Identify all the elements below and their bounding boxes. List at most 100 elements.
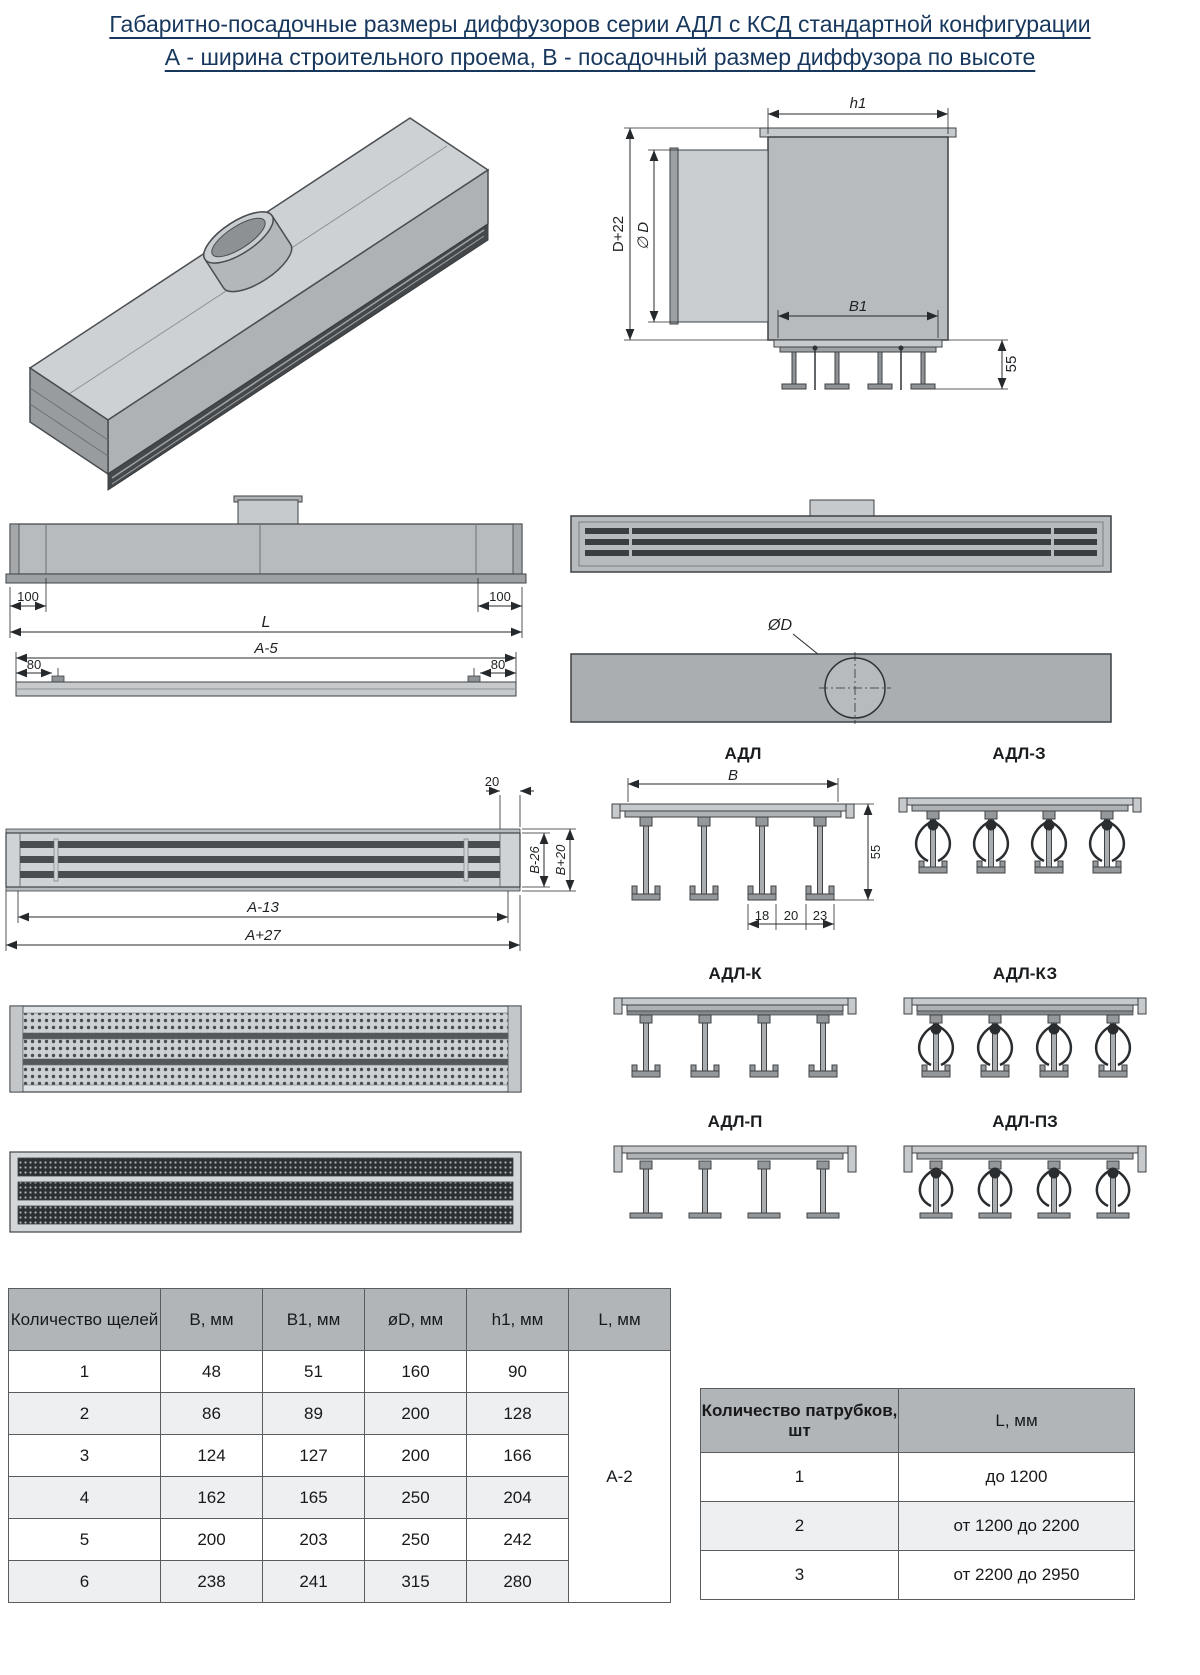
dim-a5: А-5	[15, 640, 517, 682]
cell-d: 250	[364, 1518, 467, 1561]
cell-d: 315	[364, 1560, 467, 1603]
section-view-drawing: h1 D+22 ∅ D B1	[610, 95, 1020, 390]
dim-18-20-23: 18 20 23	[747, 904, 835, 930]
cell-length-range: от 2200 до 2950	[898, 1550, 1135, 1600]
plenum-box-section	[669, 127, 957, 341]
dim-100-left: 100	[9, 578, 47, 638]
table-row: 4 162 165 250 204	[8, 1476, 671, 1519]
slot-face-view-drawing	[570, 499, 1112, 573]
cell-pipe-count: 3	[700, 1550, 899, 1600]
col-header-l: L, мм	[568, 1288, 671, 1351]
profile-label-adl-z: АДЛ-З	[992, 744, 1046, 763]
page-title: Габаритно-посадочные размеры диффузоров …	[0, 8, 1200, 75]
slots-dimensions-table: Количество щелей B, мм B1, мм øD, мм h1,…	[8, 1288, 671, 1603]
cell-length-range: от 1200 до 2200	[898, 1501, 1135, 1551]
cell-d: 200	[364, 1392, 467, 1435]
profile-adl-k-drawing	[613, 997, 857, 1078]
table-row: 2 86 89 200 128	[8, 1392, 671, 1435]
svg-text:В: В	[728, 767, 738, 784]
table-row: 1 48 51 160 90 А-2	[8, 1350, 671, 1603]
grille-view-drawing: 20 В-26 В+20	[5, 774, 576, 951]
svg-text:100: 100	[17, 589, 39, 604]
col-header-slot-count: Количество щелей	[8, 1288, 161, 1351]
dim-55-profile: 55	[834, 803, 883, 901]
dim-55: 55	[935, 339, 1020, 390]
cell-l-merged: А-2	[568, 1350, 671, 1603]
cell-b1: 127	[262, 1434, 365, 1477]
top-view-phi-d-drawing: ØD	[570, 617, 1112, 724]
cell-b: 162	[160, 1476, 263, 1519]
perforated-grille-drawing	[9, 1005, 522, 1093]
svg-text:18: 18	[755, 908, 769, 923]
table-row: 6 238 241 315 280	[8, 1560, 671, 1603]
table-row: 2 от 1200 до 2200	[700, 1501, 1135, 1551]
col-header-d: øD, мм	[364, 1288, 467, 1351]
dim-80-right: 80	[473, 657, 516, 682]
svg-text:А+27: А+27	[244, 927, 281, 944]
profile-frame	[613, 1145, 857, 1173]
dim-20: 20	[485, 774, 534, 831]
cell-slots: 1	[8, 1350, 161, 1393]
col-header-h1: h1, мм	[466, 1288, 569, 1351]
mesh-bands	[17, 1157, 514, 1225]
slots	[585, 526, 1097, 558]
profile-adl-drawing: В 55 18 20 23	[611, 767, 883, 930]
cell-d: 250	[364, 1476, 467, 1519]
title-line-1: Габаритно-посадочные размеры диффузоров …	[109, 11, 1091, 37]
dim-d22-label: D+22	[610, 216, 627, 252]
cell-slots: 2	[8, 1392, 161, 1435]
mounting-strip	[15, 675, 517, 697]
dim-B: В	[627, 767, 839, 802]
dim-phi-d-label: ∅ D	[635, 222, 652, 250]
svg-text:L: L	[262, 614, 271, 631]
cell-b1: 241	[262, 1560, 365, 1603]
cell-h1: 128	[466, 1392, 569, 1435]
pipes-length-table: Количество патрубков, шт L, мм 1 до 1200…	[700, 1388, 1135, 1600]
dim-55-label: 55	[1003, 356, 1020, 373]
dim-a-minus-13: А-13	[17, 891, 509, 923]
svg-text:В+20: В+20	[553, 844, 568, 875]
svg-text:А-13: А-13	[246, 899, 279, 916]
cell-b: 238	[160, 1560, 263, 1603]
col-header-pipe-count: Количество патрубков, шт	[700, 1388, 899, 1453]
dim-d-plus-22: D+22	[610, 127, 768, 341]
cell-slots: 3	[8, 1434, 161, 1477]
profile-frame	[613, 997, 857, 1016]
cell-b: 48	[160, 1350, 263, 1393]
cell-length-range: до 1200	[898, 1452, 1135, 1502]
svg-text:20: 20	[784, 908, 798, 923]
table-row: 1 до 1200	[700, 1452, 1135, 1502]
svg-text:55: 55	[868, 845, 883, 859]
cell-b: 124	[160, 1434, 263, 1477]
cell-pipe-count: 1	[700, 1452, 899, 1502]
dim-h1: h1	[767, 95, 949, 134]
svg-text:В-26: В-26	[527, 846, 542, 874]
spigot-circle	[819, 652, 891, 724]
profile-adl-kz-drawing	[903, 997, 1147, 1078]
profile-label-adl-k: АДЛ-К	[708, 964, 762, 983]
svg-text:А-5: А-5	[253, 640, 278, 657]
front-view-drawing: 100 100 L А-5 80 80	[5, 495, 527, 697]
col-header-length: L, мм	[898, 1388, 1135, 1453]
grille-body	[5, 828, 521, 892]
dim-a-plus-27: А+27	[5, 891, 521, 951]
duct-collar-3d	[203, 211, 293, 293]
cell-h1: 204	[466, 1476, 569, 1519]
dim-b1-label: B1	[849, 298, 867, 315]
col-header-b1: B1, мм	[262, 1288, 365, 1351]
dim-b-minus-26: В-26	[522, 832, 550, 888]
svg-text:20: 20	[485, 774, 499, 789]
profile-label-adl-p: АДЛ-П	[707, 1112, 763, 1131]
profile-adl-z-drawing	[898, 797, 1142, 874]
cell-b: 200	[160, 1518, 263, 1561]
profile-adl-pz-drawing	[903, 1145, 1147, 1219]
table-header-row: Количество патрубков, шт L, мм	[700, 1388, 1135, 1453]
profile-frame	[903, 997, 1147, 1016]
cell-d: 160	[364, 1350, 467, 1393]
front-body	[5, 495, 527, 584]
profile-label-adl-pz: АДЛ-ПЗ	[992, 1112, 1058, 1131]
mesh-grille-drawing	[9, 1151, 522, 1233]
cell-d: 200	[364, 1434, 467, 1477]
cell-h1: 280	[466, 1560, 569, 1603]
